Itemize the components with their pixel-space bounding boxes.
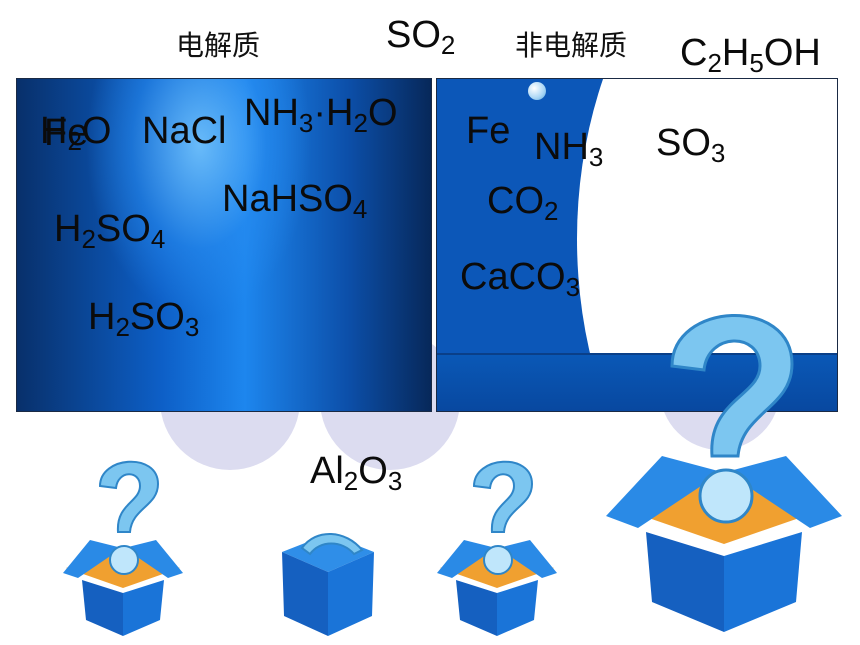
formula-nh3[interactable]: NH3 bbox=[534, 126, 604, 172]
electrolyte-panel bbox=[16, 78, 432, 412]
formula-h2o[interactable]: H2O bbox=[40, 110, 112, 156]
formula-fe-overlap[interactable]: Fe bbox=[44, 112, 89, 154]
formula-c2h5oh[interactable]: C2H5OH bbox=[680, 32, 821, 78]
pearl-ornament bbox=[528, 82, 546, 100]
formula-fe[interactable]: Fe bbox=[466, 110, 511, 152]
closed-box-icon[interactable] bbox=[276, 524, 380, 642]
formula-h2so4[interactable]: H2SO4 bbox=[54, 208, 166, 254]
formula-nahso4[interactable]: NaHSO4 bbox=[222, 178, 368, 224]
formula-al2o3[interactable]: Al2O3 bbox=[310, 450, 403, 496]
nonelectrolyte-heading: 非电解质 bbox=[515, 29, 628, 62]
question-box-icon[interactable] bbox=[602, 296, 846, 636]
formula-nh3h2o[interactable]: NH3·H2O bbox=[244, 92, 398, 138]
question-box-icon[interactable] bbox=[432, 448, 562, 638]
formula-caco3[interactable]: CaCO3 bbox=[460, 256, 581, 302]
formula-so3[interactable]: SO3 bbox=[656, 122, 726, 168]
formula-nacl[interactable]: NaCl bbox=[142, 110, 227, 152]
formula-so2[interactable]: SO2 bbox=[386, 14, 456, 60]
formula-co2[interactable]: CO2 bbox=[487, 180, 559, 226]
question-box-icon[interactable] bbox=[58, 448, 188, 638]
electrolyte-heading: 电解质 bbox=[176, 29, 261, 62]
formula-h2so3[interactable]: H2SO3 bbox=[88, 296, 200, 342]
